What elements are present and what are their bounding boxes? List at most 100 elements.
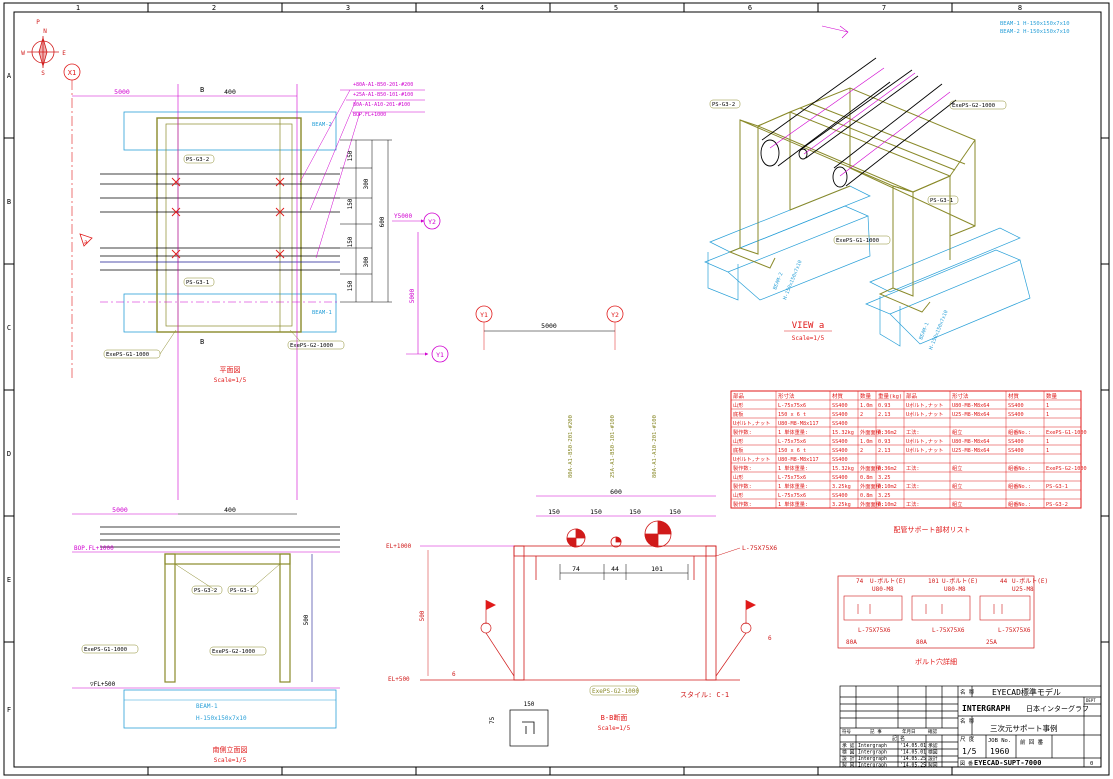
grid-axis-y: Y1 Y2 5000 xyxy=(475,305,624,350)
elev-b-exe: ExePS-G2-1000 xyxy=(592,688,639,695)
tb-job-label: JOB No. xyxy=(988,738,1011,744)
bom-cell: L-75x75x6 xyxy=(778,403,806,409)
pipe-callout-3: 80A-A1-A10-201-#100 xyxy=(652,415,658,478)
bom-cell: Uボルト,ナット xyxy=(733,455,770,463)
bolt-d3-num: 44 xyxy=(1000,578,1008,585)
tb-signoff-cell: '14.05.25 xyxy=(900,763,926,769)
bom-header-cell: 形寸法 xyxy=(778,392,795,400)
plan-pipe1: +80A-A1-B50-201-#200 xyxy=(353,82,413,88)
bom-cell: 3.25 xyxy=(878,493,891,499)
bom-cell: 組立 xyxy=(952,464,962,472)
bom-cell: 山形 xyxy=(733,437,744,445)
tb-dwg-value: EYECAD-SUPT-7000 xyxy=(974,759,1041,767)
bom-cell: SS400 xyxy=(832,403,848,409)
row-labels: A B C D E F xyxy=(7,72,12,714)
elev-b-dim-150a: 150 xyxy=(548,508,560,516)
bom-cell: SS400 xyxy=(1008,403,1024,409)
tb-signoff-cell: 検図 xyxy=(928,749,938,756)
plan-ps-g3-2: PS-G3-2 xyxy=(186,157,209,163)
elev-left-beam: BEAM-1 xyxy=(196,703,218,710)
bom-cell: 150 x 6 t xyxy=(778,412,806,418)
elev-b-dim-74: 74 xyxy=(572,565,580,573)
bom-cell: 底板 xyxy=(733,446,744,454)
tb-rev-label: 符号 xyxy=(842,728,851,735)
bom-header-cell: 数量 xyxy=(860,392,872,400)
tb-signoff-cell: 承認 xyxy=(928,742,938,749)
plan-dim-5000-v: 5000 xyxy=(409,288,416,303)
elev-b-el-bot: EL+500 xyxy=(388,676,410,683)
plan-scale: Scale=1/5 xyxy=(214,377,247,384)
tb-rev-date: 年月日 xyxy=(902,728,916,735)
bom-cell: 工法: xyxy=(906,464,920,472)
bom-cell: SS400 xyxy=(832,493,848,499)
bom-cell: SS400 xyxy=(832,448,848,454)
bom-cell: 1 単体重量: xyxy=(778,500,808,508)
bom-caption: 配管サポート部材リスト xyxy=(894,525,971,534)
plan-dim-150d: 150 xyxy=(347,280,354,291)
elev-b-dim-150d: 150 xyxy=(669,508,681,516)
bom-cell: 組番No.: xyxy=(1008,428,1031,436)
elev-b-dim-44: 44 xyxy=(611,565,619,573)
iso-beam-d: H-150x150x7x10 xyxy=(928,309,949,350)
bom-cell: U80-M8-M8x64 xyxy=(952,403,989,409)
bolt-d1-num: 74 xyxy=(856,578,864,585)
tb-signoff-cell: '14.05.01 xyxy=(900,743,926,749)
bom-cell: 3.25 xyxy=(878,475,891,481)
elev-b-dim-600: 600 xyxy=(610,488,622,496)
bom-cell: 山形 xyxy=(733,401,744,409)
tb-signoff-cell: Intergraph xyxy=(858,750,887,756)
iso-beam-c: BEAM-1 xyxy=(918,322,930,341)
tb-signoff-cell: 承 認 xyxy=(842,742,855,749)
plan-dim-5000-top: 5000 xyxy=(114,88,130,96)
bom-header-cell: 部品 xyxy=(733,392,745,400)
bom-cell: U80-M8-M8x64 xyxy=(952,439,989,445)
bom-cell: L-75x75x6 xyxy=(778,439,806,445)
iso-view-title: VIEW a xyxy=(792,321,825,331)
plan-beam1: BEAM-1 xyxy=(312,310,332,316)
elev-left-ps-g3-1: PS-G3-1 xyxy=(230,588,253,594)
south-elevation: 5000 400 BOP.FL+1000 PS-G3-2 PS-G3-1 Exe… xyxy=(72,506,340,764)
bom-cell: 製作数: xyxy=(733,428,752,436)
bom-cell: U25-M8-M8x64 xyxy=(952,412,989,418)
bom-cell: 外面面積: xyxy=(860,500,884,508)
bolt-d2-size: 80A xyxy=(916,639,927,646)
bom-cell: SS400 xyxy=(1008,412,1024,418)
beam-spec-line1: BEAM-1 H-150x150x7x10 xyxy=(1000,21,1070,27)
plan-axis-y1: Y1 xyxy=(436,351,444,359)
bom-cell: SS400 xyxy=(832,475,848,481)
bom-cell: 0.93 xyxy=(878,439,891,445)
bolt-d2-text: U-ボルト(E) xyxy=(942,577,978,585)
bolt-d3-angle: L-75X75X6 xyxy=(998,627,1031,634)
bom-cell: SS400 xyxy=(832,412,848,418)
plan-exe-g1: ExePS-G1-1000 xyxy=(106,352,149,358)
tb-signoff-cell: '14.05.25 xyxy=(900,756,926,762)
plan-dim-150a: 150 xyxy=(347,150,354,161)
plan-axis-y2: Y2 xyxy=(428,218,436,226)
tb-signoff-cell: 設 計 xyxy=(842,755,855,762)
bolt-d3-sub: U25-M8 xyxy=(1012,586,1034,593)
bom-cell: U80-M8-M8x117 xyxy=(778,457,819,463)
tb-r1-value: EYECAD標準モデル xyxy=(992,687,1061,697)
bom-cell: 0.8m xyxy=(860,475,873,481)
bom-cell: 2 xyxy=(860,448,863,454)
tb-signoff-cell: Intergraph xyxy=(858,756,887,762)
plan-bop: BOP.FL+1000 xyxy=(353,112,386,118)
col-label: 1 xyxy=(76,4,80,12)
bolt-d1-size: 80A xyxy=(846,639,857,646)
elev-left-fl: ▽FL+500 xyxy=(90,681,116,688)
bom-cell: Uボルト,ナット xyxy=(906,410,943,418)
elev-left-title: 南側立面図 xyxy=(213,745,248,754)
bom-cell: U80-M8-M8x117 xyxy=(778,421,819,427)
bom-cell: 組立 xyxy=(952,428,962,436)
bom-header-cell: 材質 xyxy=(1008,392,1020,400)
bolt-d2-angle: L-75X75X6 xyxy=(932,627,965,634)
bom-cell: 2 xyxy=(860,412,863,418)
plan-ps-g3-1: PS-G3-1 xyxy=(186,280,209,286)
bom-cell: 組番No.: xyxy=(1008,500,1031,508)
bom-cell: 製作数: xyxy=(733,500,752,508)
elev-left-dim-400: 400 xyxy=(224,506,236,514)
bom-cell: 3.25kg xyxy=(832,502,851,508)
bom-cell: SS400 xyxy=(1008,448,1024,454)
north-arrow-icon xyxy=(27,36,59,68)
plan-beam2: BEAM-2 xyxy=(312,122,332,128)
